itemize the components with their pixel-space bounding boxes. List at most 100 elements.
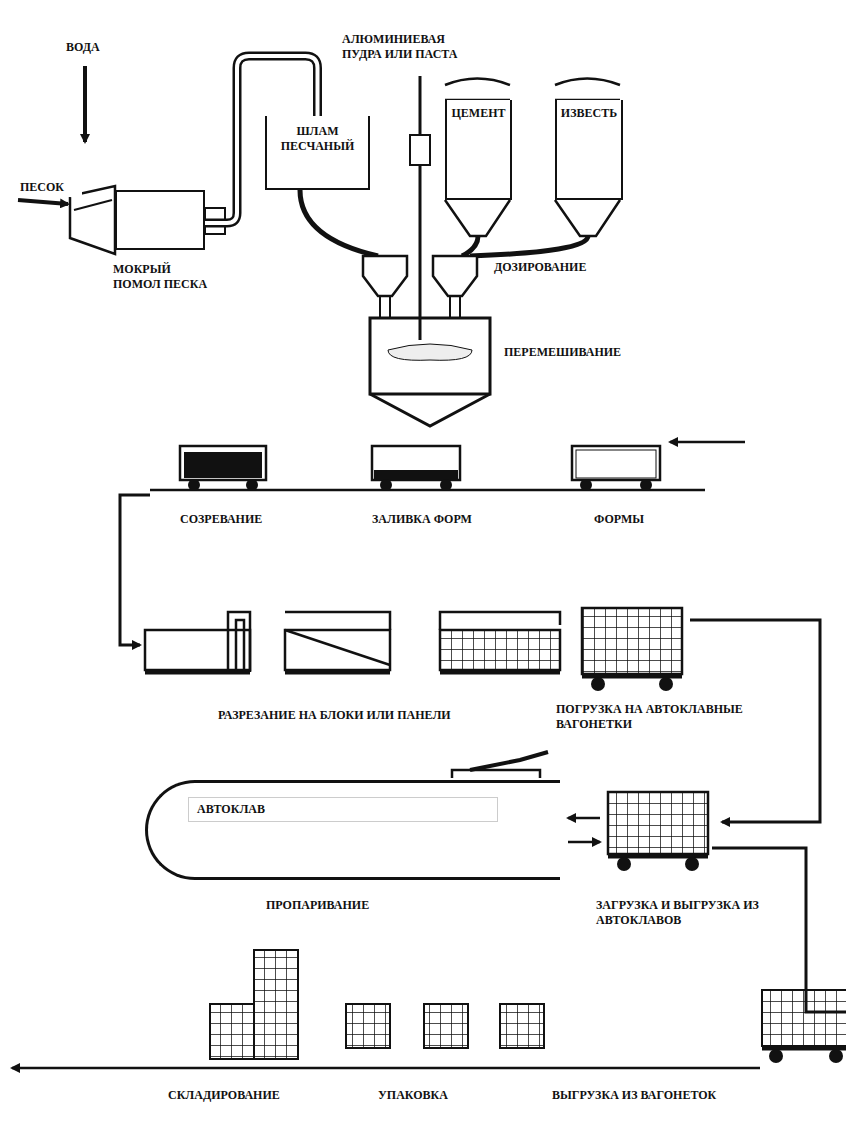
mill-cylinder: МОКРЫЙ ПОМОЛ ПЕСКА <box>115 190 205 250</box>
mould-line <box>640 479 652 491</box>
step-label: РАЗРЕЗАНИЕ НА БЛОКИ ИЛИ ПАНЕЛИ <box>214 706 514 725</box>
node-text: МОКРЫЙ ПОМОЛ ПЕСКА <box>109 260 221 294</box>
mixer <box>388 344 472 360</box>
step-label: АЛЮМИНИЕВАЯ ПУДРА ИЛИ ПАСТА <box>338 30 488 64</box>
aluminium-feed <box>410 135 430 165</box>
silo-parts <box>445 79 510 86</box>
cutting-row <box>285 630 390 670</box>
node-text: ИЗВЕСТЬ <box>560 106 618 121</box>
cutting-row <box>285 630 390 665</box>
autoclave-parts <box>568 817 600 820</box>
flow-arrow <box>806 975 846 1012</box>
cutting-row <box>582 608 682 674</box>
storage-row <box>500 1004 544 1048</box>
autoclave-parts <box>617 857 699 871</box>
feed-pipes <box>470 236 588 256</box>
step-label: ПЕРЕМЕШИВАНИЕ <box>500 343 640 362</box>
silo-parts <box>555 200 620 236</box>
mould-line <box>184 452 262 478</box>
autoclave-parts <box>568 841 600 844</box>
node-text: АВТОКЛАВ <box>188 797 498 822</box>
step-label: ПЕСОК <box>16 178 82 197</box>
autoclave-parts <box>608 792 708 854</box>
doser-outlets <box>380 296 460 318</box>
feed-pipes <box>300 190 588 256</box>
node-text: ЦЕМЕНТ <box>450 106 507 121</box>
mould-line <box>374 470 458 479</box>
step-label: ДОЗИРОВАНИЕ <box>490 258 620 277</box>
mixer <box>370 318 490 426</box>
autoclave-tube: АВТОКЛАВ <box>145 780 560 880</box>
doser-outlets <box>380 296 460 318</box>
dosers <box>363 256 407 296</box>
dosers <box>363 256 477 296</box>
mould-line <box>670 441 745 444</box>
storage-row <box>12 1067 760 1070</box>
silo-parts <box>555 79 620 86</box>
storage-row <box>254 950 298 1059</box>
mixer <box>419 318 422 340</box>
cutting-row <box>440 670 560 675</box>
mixer <box>370 394 490 426</box>
sand-feed <box>18 200 68 204</box>
step-label: ВОДА <box>62 38 114 57</box>
flow-arrow <box>690 620 846 1012</box>
silo-parts <box>445 200 510 236</box>
mould-line <box>246 479 258 491</box>
mould-line <box>188 479 652 491</box>
flow-arrow <box>712 848 846 1012</box>
step-label: ЗАГРУЗКА И ВЫГРУЗКА ИЗ АВТОКЛАВОВ <box>592 896 777 930</box>
mould-line <box>180 446 266 480</box>
storage-row <box>829 1049 843 1063</box>
step-label: СОЗРЕВАНИЕ <box>176 510 292 529</box>
storage-row <box>12 950 846 1068</box>
cement-silo: ЦЕМЕНТ <box>445 100 512 200</box>
storage-row <box>210 1004 254 1059</box>
step-label: СКЛАДИРОВАНИЕ <box>164 1086 300 1105</box>
step-label: ФОРМЫ <box>590 510 660 529</box>
lime-silo: ИЗВЕСТЬ <box>555 100 623 200</box>
step-label: УПАКОВКА <box>374 1086 470 1105</box>
storage-row <box>424 1004 468 1048</box>
aluminium-feed <box>410 76 430 318</box>
cutting-row <box>285 670 390 675</box>
aluminium-feed <box>419 76 422 318</box>
storage-row <box>762 990 846 1046</box>
storage-row <box>769 1049 783 1063</box>
mould-line <box>372 446 460 480</box>
autoclave-parts <box>452 770 540 778</box>
autoclave-parts <box>617 857 631 871</box>
mould-line <box>150 442 745 491</box>
water-arrow <box>84 66 86 142</box>
step-label: ВЫГРУЗКА ИЗ ВАГОНЕТОК <box>548 1086 758 1105</box>
water-arrow <box>83 66 87 142</box>
step-label: ПОГРУЗКА НА АВТОКЛАВНЫЕ ВАГОНЕТКИ <box>552 700 782 734</box>
cutting-row <box>228 612 250 672</box>
flow-arrow <box>120 495 150 645</box>
mould-line <box>440 479 452 491</box>
process-illustration <box>12 66 846 1068</box>
feed-pipes <box>462 236 478 256</box>
autoclave-parts <box>470 752 548 770</box>
step-label: ПРОПАРИВАНИЕ <box>262 896 422 915</box>
cutting-row <box>440 612 560 630</box>
cutting-row <box>591 677 605 691</box>
sand-feed <box>18 200 68 204</box>
mould-line <box>150 489 705 492</box>
autoclave-parts <box>685 857 699 871</box>
slurry-tank: ШЛАМ ПЕСЧАНЫЙ <box>265 116 370 190</box>
node-text: ШЛАМ ПЕСЧАНЫЙ <box>273 124 362 154</box>
storage-row <box>346 1004 390 1048</box>
mixer <box>370 318 490 394</box>
cutting-row <box>145 608 682 691</box>
feed-pipes <box>300 190 378 256</box>
mould-line <box>380 479 392 491</box>
cutting-row <box>145 630 250 670</box>
flow-arrow <box>722 848 846 1012</box>
cutting-row <box>285 612 390 630</box>
mould-line <box>580 479 592 491</box>
mill-parts <box>70 186 225 254</box>
